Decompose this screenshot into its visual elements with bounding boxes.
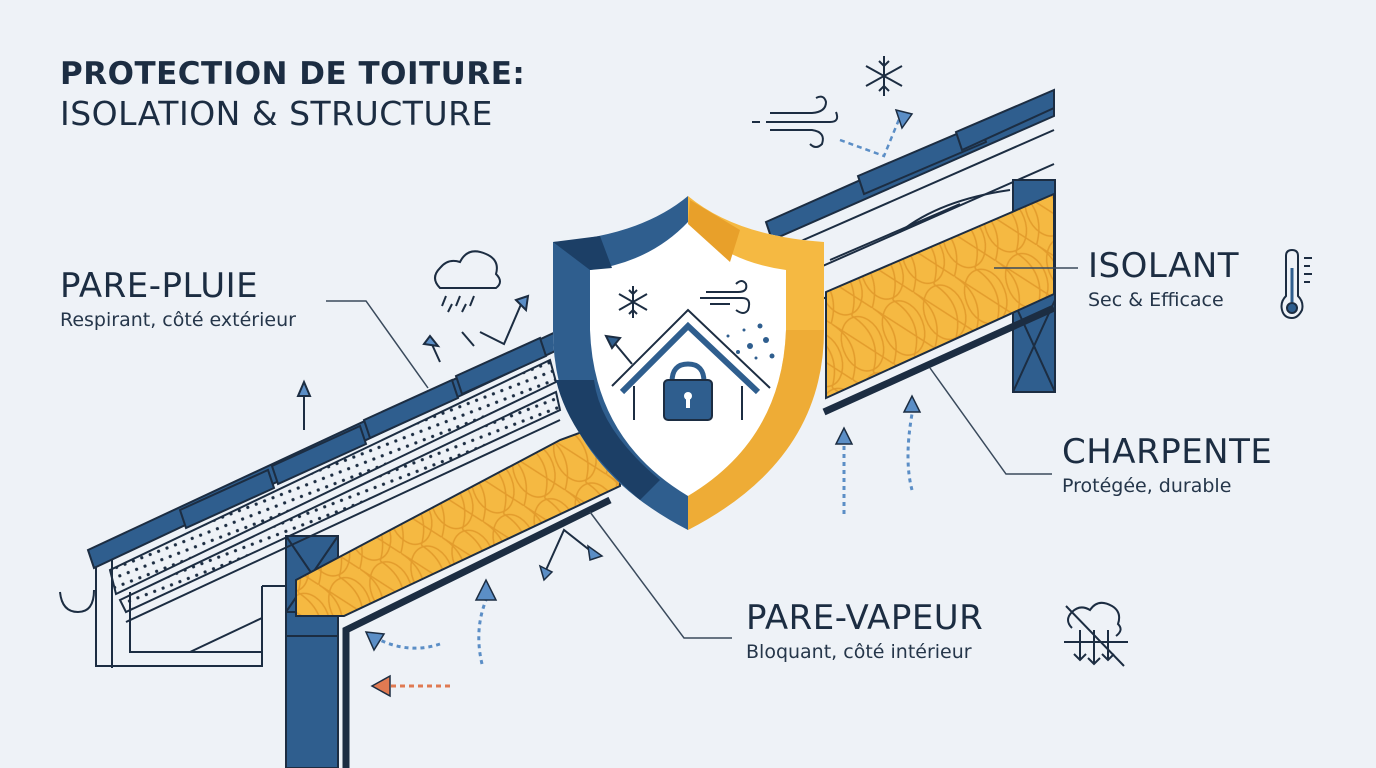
shield-inner-icons bbox=[604, 280, 775, 421]
label-pare-vapeur-sub: Bloquant, côté intérieur bbox=[746, 641, 972, 664]
moisture-arrows-top bbox=[296, 294, 530, 430]
vapor-arrows-interior bbox=[364, 394, 922, 698]
label-charpente-head: CHARPENTE bbox=[1062, 432, 1273, 472]
page-title: PROTECTION DE TOITURE: ISOLATION & STRUC… bbox=[60, 58, 525, 131]
title-line-1: PROTECTION DE TOITURE: bbox=[60, 56, 526, 92]
leader-lines bbox=[326, 267, 1078, 639]
label-isolant: ISOLANT Sec & Efficace bbox=[1088, 246, 1240, 312]
pare-pluie-membrane bbox=[108, 358, 558, 596]
roof-tiles-left bbox=[86, 328, 568, 570]
insulation-left bbox=[295, 416, 621, 617]
label-pare-pluie: PARE-PLUIE Respirant, côté extérieur bbox=[60, 266, 296, 332]
label-isolant-head: ISOLANT bbox=[1088, 246, 1240, 286]
house-icon bbox=[611, 308, 771, 420]
rain-cloud-icon bbox=[434, 250, 501, 313]
arrow-icon bbox=[604, 334, 633, 365]
vapor-barrier-left bbox=[342, 496, 612, 768]
wind-icon bbox=[752, 95, 839, 148]
label-isolant-sub: Sec & Efficace bbox=[1088, 289, 1224, 312]
label-pare-vapeur-head: PARE-VAPEUR bbox=[746, 598, 984, 638]
wind-icon bbox=[700, 280, 751, 314]
thermometer-icon bbox=[1280, 248, 1312, 320]
label-pare-vapeur: PARE-VAPEUR Bloquant, côté intérieur bbox=[746, 598, 984, 664]
title-line-2: ISOLATION & STRUCTURE bbox=[60, 93, 493, 133]
shield-badge-icon bbox=[553, 196, 824, 530]
label-pare-pluie-sub: Respirant, côté extérieur bbox=[60, 309, 296, 332]
label-charpente-sub: Protégée, durable bbox=[1062, 475, 1232, 498]
gutter-icon bbox=[59, 589, 95, 614]
airflow-arrow bbox=[839, 111, 904, 158]
particles-icon bbox=[726, 323, 775, 360]
snowflake-icon bbox=[865, 56, 903, 96]
label-charpente: CHARPENTE Protégée, durable bbox=[1062, 432, 1273, 498]
roof-tiles-right bbox=[764, 88, 1055, 242]
label-pare-pluie-head: PARE-PLUIE bbox=[60, 266, 259, 306]
padlock-icon bbox=[663, 361, 713, 421]
snowflake-icon bbox=[618, 286, 648, 318]
no-condensation-icon bbox=[1064, 601, 1128, 667]
insulation-right bbox=[825, 192, 1055, 400]
vapor-barrier-right bbox=[822, 304, 1056, 416]
